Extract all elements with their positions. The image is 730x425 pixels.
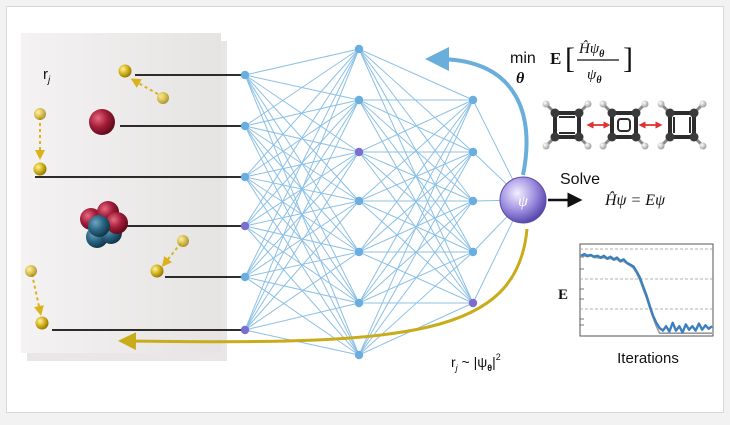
molecule-structure	[599, 100, 649, 150]
network-edge	[358, 99, 474, 304]
network-node	[468, 147, 478, 157]
particles	[25, 64, 189, 330]
schrodinger-equation: Ĥψ = Eψ	[604, 190, 666, 209]
network-edge	[244, 200, 360, 331]
sampling-formula: rj ~ |ψθ|2	[451, 352, 501, 373]
psi-output-node	[499, 176, 547, 224]
network-edge	[244, 329, 360, 356]
input-lines	[35, 74, 245, 331]
network-edge	[244, 99, 360, 178]
psi-node-label: ψ	[518, 193, 529, 210]
network-node	[240, 121, 250, 131]
network-edge	[358, 48, 474, 101]
network-edge	[244, 48, 360, 278]
network-edge	[244, 48, 360, 127]
plot-x-label: Iterations	[617, 350, 679, 367]
proton-atom	[89, 109, 115, 135]
network-node	[240, 325, 250, 335]
network-edges	[244, 48, 474, 356]
molecule-structure	[657, 100, 707, 150]
electron-displacement-3	[161, 242, 182, 267]
network-edge	[358, 200, 474, 304]
network-edge	[358, 200, 474, 356]
plot-frame	[579, 243, 714, 337]
network-edge	[244, 48, 360, 76]
objective-formula: min θ E [ ] Ĥψθ ψθ	[510, 40, 633, 87]
plot-series	[580, 252, 713, 334]
network-edge	[358, 48, 474, 202]
network-edge	[244, 151, 360, 178]
network-edge	[244, 48, 360, 227]
network-edge	[244, 48, 360, 178]
network-node	[468, 247, 478, 257]
molecule-structure	[542, 100, 592, 150]
network-edge	[244, 200, 360, 227]
figure-frame: rj ψ Solve Ĥψ = Eψ	[6, 6, 724, 413]
electron-1	[118, 64, 132, 78]
network-nodes	[240, 44, 478, 360]
rj-label: rj	[43, 66, 51, 86]
electron-4	[35, 316, 49, 330]
network-node	[468, 196, 478, 206]
network-edge	[244, 276, 360, 304]
electron-3	[150, 264, 164, 278]
network-edge	[358, 99, 474, 253]
network-node	[240, 70, 250, 80]
network-edge	[244, 176, 360, 304]
svg-text:E: E	[550, 49, 561, 68]
network-node	[354, 247, 364, 257]
vmc-diagram: rj ψ Solve Ĥψ = Eψ	[21, 33, 714, 373]
sampling-arrow	[118, 228, 529, 351]
network-edge	[244, 151, 360, 331]
svg-text:[: [	[565, 42, 575, 75]
network-node	[240, 172, 250, 182]
network-node	[240, 272, 250, 282]
network-edge	[358, 99, 474, 153]
network-edge	[244, 302, 360, 331]
network-edge	[244, 200, 360, 278]
solve-label: Solve	[560, 171, 600, 188]
network-edge	[358, 99, 474, 356]
svg-text:Ĥψθ: Ĥψθ	[578, 40, 605, 60]
plot-y-label: E	[558, 287, 568, 303]
network-edge	[358, 151, 474, 356]
network-node	[240, 221, 250, 231]
svg-text:θ: θ	[516, 70, 525, 87]
electron-ghost-3	[177, 235, 189, 247]
electron-2	[33, 162, 47, 176]
network-node	[354, 298, 364, 308]
network-edge	[244, 251, 360, 278]
electron-ghost-4	[25, 265, 37, 277]
energy-series-line	[580, 252, 713, 334]
configuration-panel	[21, 33, 221, 353]
network-node	[354, 350, 364, 360]
network-edge	[358, 99, 474, 202]
network-node	[354, 44, 364, 54]
cyclobutadiene-resonance	[542, 100, 707, 150]
network-edge	[244, 99, 360, 331]
network-node	[354, 147, 364, 157]
electron-ghost-1	[157, 92, 169, 104]
network-node	[468, 298, 478, 308]
network-edge	[244, 48, 360, 331]
energy-plot: E Iterations	[558, 243, 714, 367]
svg-text:min: min	[510, 50, 536, 67]
optimization-arrow	[425, 47, 529, 176]
network-node	[468, 95, 478, 105]
svg-text:ψθ: ψθ	[587, 67, 602, 86]
network-node	[354, 95, 364, 105]
network-node	[354, 196, 364, 206]
nucleus-cluster	[80, 201, 128, 248]
electron-displacement-1	[130, 78, 164, 98]
svg-text:]: ]	[623, 42, 633, 75]
electron-displacement-4	[31, 273, 44, 316]
network-edge	[358, 251, 474, 356]
electron-ghost-2	[34, 108, 46, 120]
plot-ticks	[580, 256, 584, 326]
network-edge	[244, 251, 360, 331]
